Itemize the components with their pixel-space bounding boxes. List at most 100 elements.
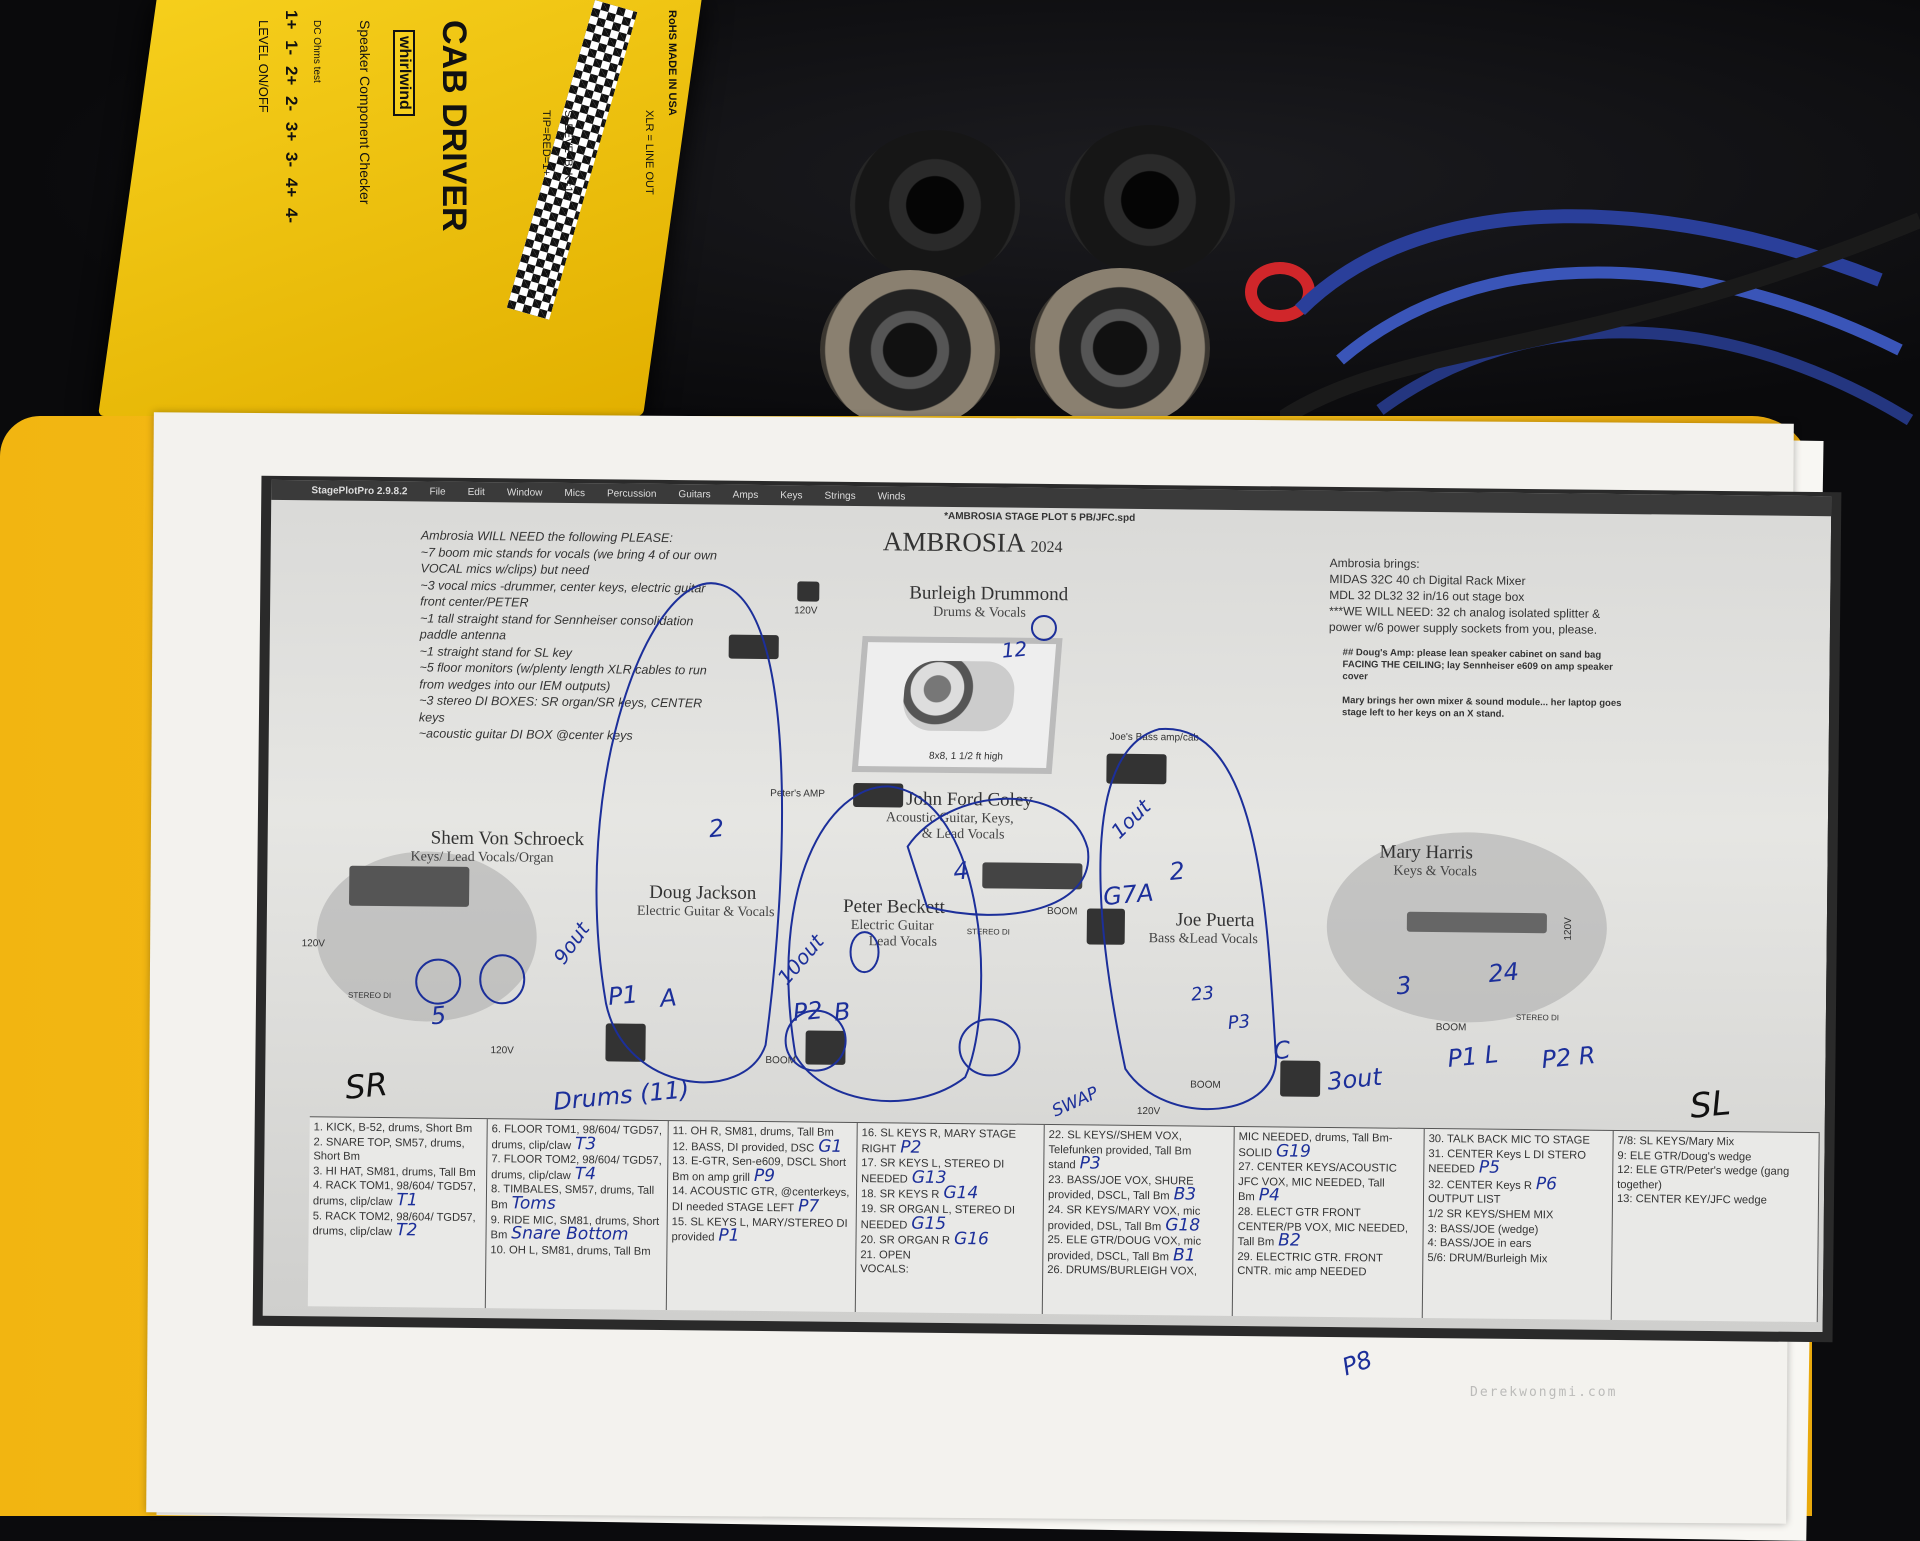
handwritten-channel-note: T3 [574, 1133, 597, 1154]
entry-text: 4: BASS/JOE in ears [1427, 1237, 1532, 1251]
entry-text: 4. RACK TOM1, 98/604/ TGD57, drums, clip… [312, 1179, 477, 1209]
handwritten-channel-note: P4 [1258, 1185, 1280, 1206]
handwritten-note: A [658, 983, 678, 1013]
handwritten-note: 23 [1190, 982, 1215, 1006]
handwritten-note: C [1272, 1035, 1292, 1066]
cab-driver-title: CAB DRIVER [435, 20, 473, 232]
entry-text: 23. BASS/JOE VOX, SHURE provided, DSCL, … [1047, 1173, 1194, 1203]
entry-text: 32. CENTER Keys R [1428, 1178, 1533, 1192]
handwritten-note: 2 [707, 813, 726, 844]
entry-text: 28. ELECT GTR FRONT CENTER/PB VOX, MIC N… [1237, 1205, 1409, 1249]
handwritten-note: 2 [1168, 856, 1186, 887]
terminal-labels: 1+ 1- 2+ 2- 3+ 3- 4+ 4- [282, 10, 301, 224]
entry-text: OUTPUT LIST [1427, 1193, 1501, 1207]
handwritten-note: 24 [1487, 957, 1521, 989]
entry-text: 1/2 SR KEYS/SHEM MIX [1427, 1207, 1554, 1222]
entry-text: 3. HI HAT, SM81, drums, Tall Bm [313, 1165, 476, 1179]
table-entry: 7/8: SL KEYS/Mary Mix [1618, 1134, 1815, 1151]
handwritten-channel-note: B1 [1172, 1245, 1196, 1266]
handwritten-channel-note: P2 [900, 1137, 922, 1158]
handwritten-channel-note: G15 [911, 1213, 947, 1234]
stage-plot-printout: StagePlotPro 2.9.8.2 File Edit Window Mi… [252, 475, 1842, 1381]
handwritten-channel-note: P7 [798, 1196, 820, 1217]
handwritten-note: G7A [1101, 878, 1155, 912]
handwritten-channel-note: G16 [953, 1229, 989, 1250]
table-entry: 23. BASS/JOE VOX, SHURE provided, DSCL, … [1048, 1173, 1229, 1205]
table-entry: VOCALS: [860, 1262, 1038, 1278]
handwritten-channel-note: T4 [574, 1163, 597, 1185]
handwritten-note: P3 [1226, 1011, 1252, 1035]
handwritten-channel-note: P5 [1478, 1157, 1501, 1178]
handwritten-note: B [832, 997, 852, 1027]
table-entry: 13: CENTER KEY/JFC wedge [1617, 1192, 1814, 1209]
table-entry: 1/2 SR KEYS/SHEM MIX [1428, 1207, 1608, 1223]
handwritten-channel-note: B3 [1173, 1184, 1197, 1205]
table-entry: 5/6: DRUM/Burleigh Mix [1427, 1251, 1607, 1267]
tip-label: TIP=RED=1+ [540, 110, 552, 176]
sleeve-label: SLEEVE=BLK=1- [562, 110, 574, 197]
entry-text: 1. KICK, B-52, drums, Short Bm [313, 1121, 473, 1135]
handwritten-note: P2 [791, 996, 824, 1027]
handwritten-sr: SR [343, 1064, 390, 1107]
table-entry: 12: ELE GTR/Peter's wedge (gang together… [1617, 1163, 1814, 1194]
rohs-label: RoHS MADE IN USA [666, 10, 678, 116]
table-entry: 25. ELE GTR/DOUG VOX, mic provided, DSCL… [1047, 1233, 1228, 1265]
table-entry: 13. E-GTR, Sen-e609, DSCL Short Bm on am… [672, 1154, 852, 1186]
entry-text: 12: ELE GTR/Peter's wedge (gang together… [1617, 1164, 1790, 1192]
table-entry: 4: BASS/JOE in ears [1427, 1236, 1607, 1252]
table-entry: 4. RACK TOM1, 98/604/ TGD57, drums, clip… [313, 1179, 482, 1211]
handwritten-channel-note: G1 [818, 1136, 843, 1157]
table-entry: 6. FLOOR TOM1, 98/604/ TGD57, drums, cli… [491, 1122, 663, 1154]
handwritten-note: 5 [429, 1000, 448, 1031]
entry-text: 5. RACK TOM2, 98/604/ TGD57, drums, clip… [312, 1209, 476, 1239]
entry-text: 16. SL KEYS R, MARY STAGE RIGHT [861, 1127, 1017, 1156]
handwritten-note: P1 L [1446, 1040, 1500, 1073]
handwritten-channel-note: P9 [753, 1165, 776, 1186]
handwritten-sl: SL [1688, 1083, 1733, 1127]
entry-text: 5/6: DRUM/Burleigh Mix [1427, 1251, 1548, 1266]
table-entry: 14. ACOUSTIC GTR, @centerkeys, DI needed… [672, 1184, 852, 1216]
entry-text: 11. OH R, SM81, drums, Tall Bm [672, 1125, 834, 1139]
handwritten-note: 12 [1000, 636, 1029, 663]
entry-text: 26. DRUMS/BURLEIGH VOX, [1047, 1264, 1198, 1278]
dc-ohms-label: DC Ohms test [311, 20, 322, 83]
table-entry: 5. RACK TOM2, 98/604/ TGD57, drums, clip… [313, 1209, 482, 1241]
handwritten-channel-note: T1 [396, 1190, 418, 1211]
entry-text: 20. SR ORGAN R [860, 1234, 951, 1248]
handwritten-note: 4 [952, 856, 970, 886]
entry-text: 14. ACOUSTIC GTR, @centerkeys, DI needed… [671, 1185, 850, 1215]
table-entry: 2. SNARE TOP, SM57, drums, Short Bm [313, 1135, 482, 1166]
speakon-connector [850, 130, 1020, 280]
entry-text: 7/8: SL KEYS/Mary Mix [1617, 1134, 1735, 1149]
entry-text: 12. BASS, DI provided, DSC [672, 1140, 815, 1155]
handwritten-channel-note: P6 [1535, 1173, 1558, 1195]
entry-text: 9: ELE GTR/Doug's wedge [1617, 1149, 1752, 1163]
entry-text: 30. TALK BACK MIC TO STAGE [1428, 1133, 1590, 1147]
table-entry: 30. TALK BACK MIC TO STAGE [1429, 1132, 1609, 1148]
entry-text: 31. CENTER Keys L DI STERO NEEDED [1428, 1147, 1587, 1176]
entry-text: VOCALS: [860, 1263, 909, 1276]
table-entry: 29. ELECTRIC GTR. FRONT CNTR. mic amp NE… [1237, 1250, 1418, 1281]
table-entry: 24. SR KEYS/MARY VOX, mic provided, DSL,… [1048, 1203, 1229, 1235]
table-entry: 10. OH L, SM81, drums, Tall Bm [490, 1243, 662, 1259]
handwritten-channel-note: T2 [396, 1220, 418, 1241]
table-column: 22. SL KEYS//SHEM VOX, Telefunken provid… [1042, 1124, 1235, 1316]
speakon-connector [820, 270, 1000, 430]
entry-text: 15. SL KEYS L, MARY/STEREO DI provided [671, 1215, 848, 1244]
table-entry: 28. ELECT GTR FRONT CENTER/PB VOX, MIC N… [1237, 1205, 1418, 1252]
handwritten-note: 3 [1394, 971, 1413, 1001]
handwritten-channel-note: P3 [1079, 1153, 1101, 1174]
entry-text: 10. OH L, SM81, drums, Tall Bm [490, 1243, 651, 1258]
